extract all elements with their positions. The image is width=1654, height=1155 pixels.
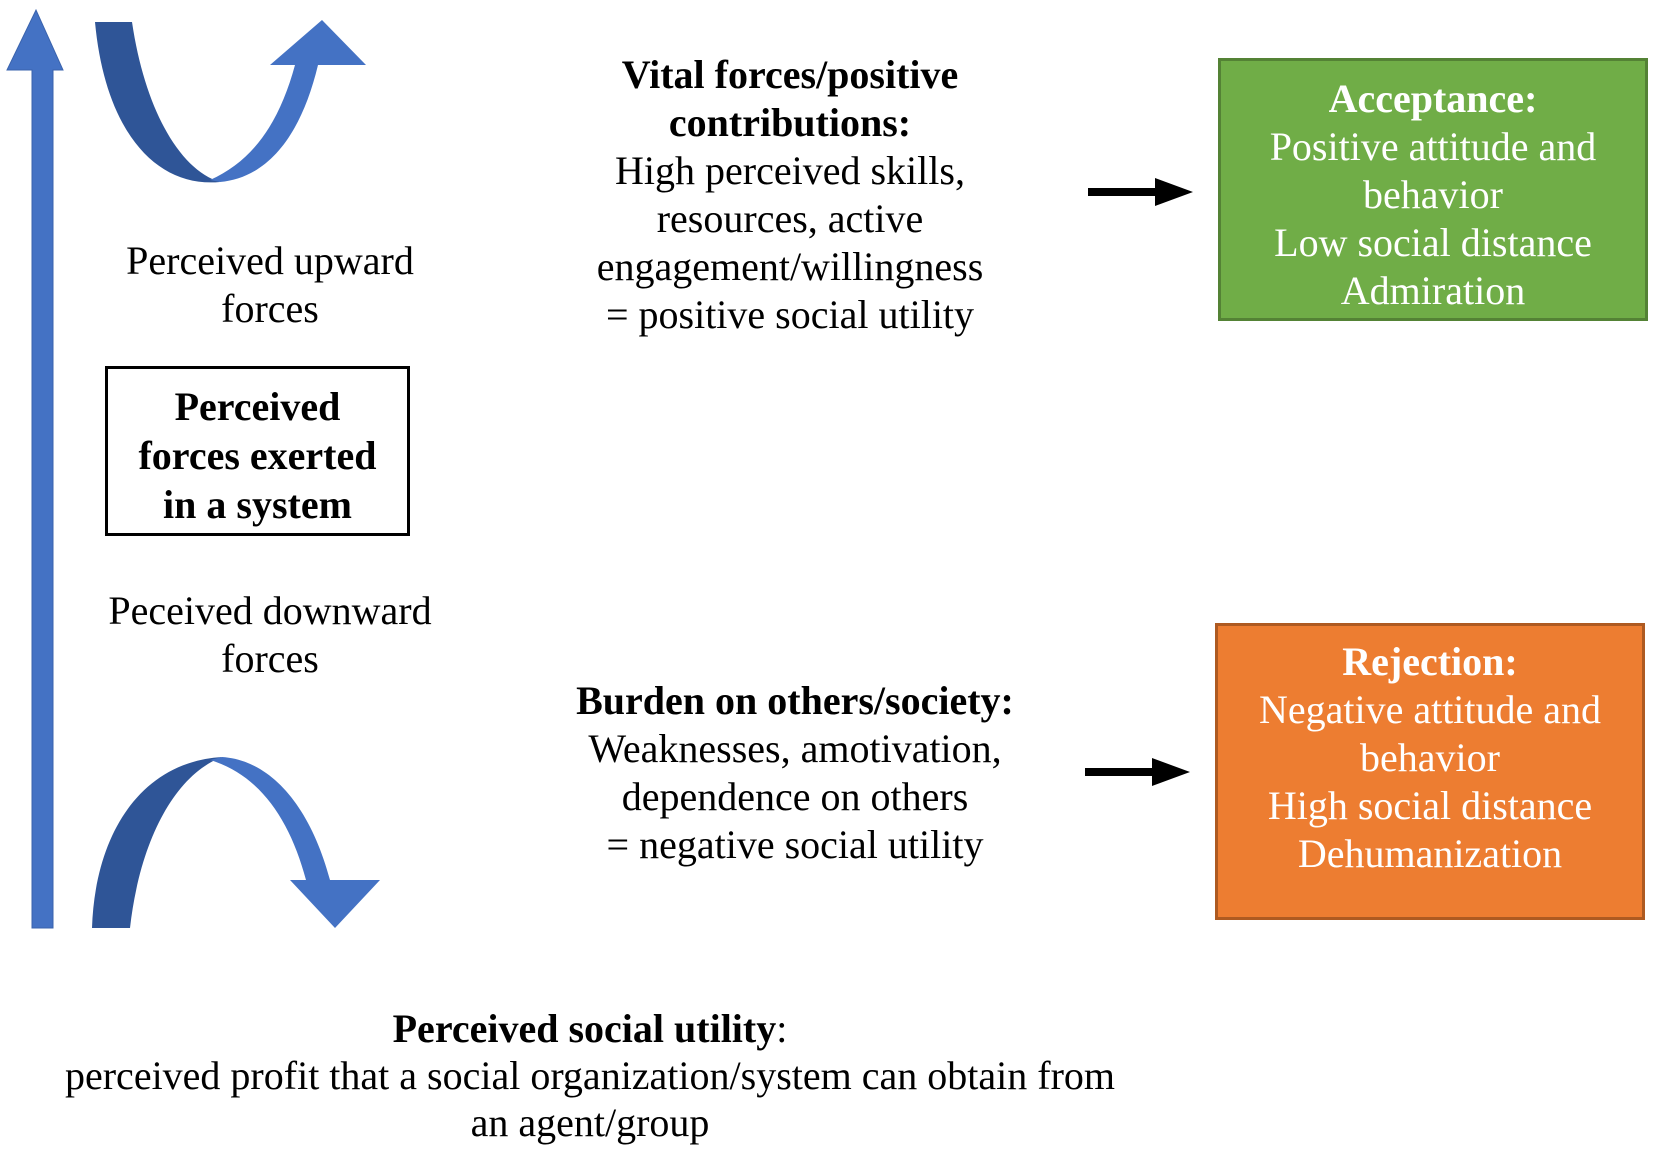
social-utility-heading: Perceived social utility bbox=[392, 1006, 777, 1051]
social-utility-line1: perceived profit that a social organizat… bbox=[64, 1053, 1116, 1098]
vital-forces-line3: engagement/willingness bbox=[596, 244, 984, 289]
social-utility-heading-line: Perceived social utility: bbox=[30, 1005, 1150, 1052]
acceptance-line4: Admiration bbox=[1340, 268, 1526, 313]
downward-forces-line1: Peceived downward bbox=[108, 588, 432, 633]
acceptance-line3: Low social distance bbox=[1274, 220, 1592, 265]
vital-forces-line1: High perceived skills, bbox=[615, 148, 965, 193]
right-arrow-icon bbox=[1088, 178, 1193, 206]
upward-forces-label: Perceived upward forces bbox=[110, 237, 430, 333]
acceptance-box: Acceptance: Positive attitude and behavi… bbox=[1218, 58, 1648, 321]
curved-up-arrow-icon bbox=[95, 20, 366, 183]
vital-forces-heading2: contributions: bbox=[668, 100, 912, 145]
acceptance-line2: behavior bbox=[1363, 172, 1503, 217]
rejection-line3: High social distance bbox=[1267, 783, 1593, 828]
forces-system-line1: Perceived bbox=[174, 384, 341, 429]
vital-forces-text: Vital forces/positive contributions: Hig… bbox=[560, 51, 1020, 339]
forces-system-box: Perceived forces exerted in a system bbox=[105, 366, 410, 536]
vital-forces-heading1: Vital forces/positive bbox=[621, 52, 959, 97]
downward-forces-label: Peceived downward forces bbox=[95, 587, 445, 683]
forces-system-line2: forces exerted bbox=[138, 433, 377, 478]
vital-forces-line4: = positive social utility bbox=[605, 292, 975, 337]
downward-forces-line2: forces bbox=[221, 636, 319, 681]
acceptance-heading: Acceptance: bbox=[1328, 76, 1538, 121]
burden-line2: dependence on others bbox=[621, 774, 969, 819]
upward-forces-line2: forces bbox=[221, 286, 319, 331]
acceptance-line1: Positive attitude and bbox=[1269, 124, 1597, 169]
burden-line3: = negative social utility bbox=[606, 822, 984, 867]
burden-heading: Burden on others/society: bbox=[576, 678, 1014, 723]
right-arrow-icon bbox=[1085, 758, 1190, 786]
social-utility-line2: an agent/group bbox=[470, 1100, 710, 1145]
upward-forces-line1: Perceived upward bbox=[126, 238, 414, 283]
rejection-line4: Dehumanization bbox=[1297, 831, 1563, 876]
curved-down-arrow-icon bbox=[92, 757, 380, 928]
up-arrow-icon bbox=[6, 8, 64, 929]
rejection-box: Rejection: Negative attitude and behavio… bbox=[1215, 623, 1645, 920]
vital-forces-line2: resources, active bbox=[656, 196, 924, 241]
social-utility-colon: : bbox=[776, 1006, 788, 1051]
social-utility-text: Perceived social utility: perceived prof… bbox=[30, 1005, 1150, 1146]
rejection-line1: Negative attitude and bbox=[1258, 687, 1602, 732]
rejection-line2: behavior bbox=[1360, 735, 1500, 780]
burden-text: Burden on others/society: Weaknesses, am… bbox=[540, 677, 1050, 869]
forces-system-line3: in a system bbox=[163, 482, 352, 527]
rejection-heading: Rejection: bbox=[1342, 639, 1518, 684]
burden-line1: Weaknesses, amotivation, bbox=[588, 726, 1002, 771]
